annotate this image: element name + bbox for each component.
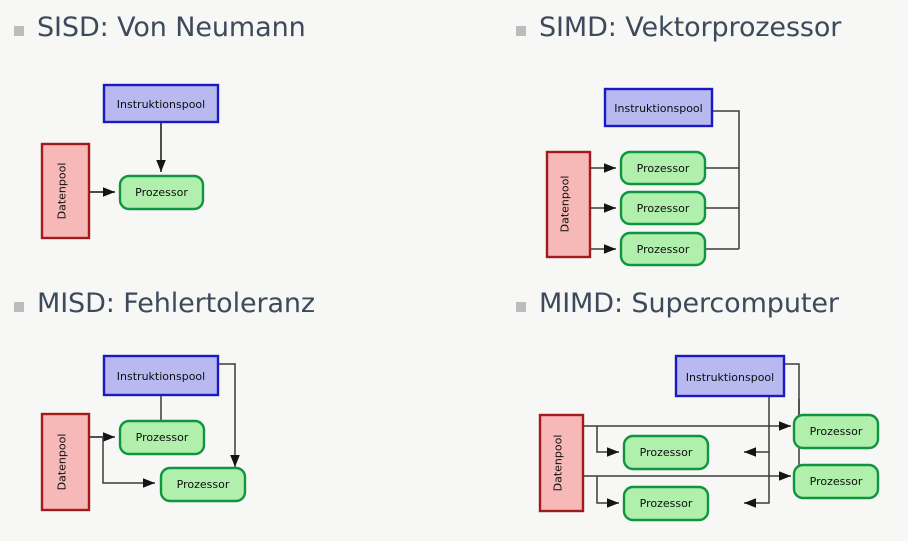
box-processor-label: Prozessor: [136, 431, 189, 444]
box-instruction-pool-label: Instruktionspool: [117, 370, 205, 383]
box-data-pool: [40, 412, 91, 512]
box-processor: [118, 419, 206, 456]
box-processor: [792, 413, 880, 450]
box-processor: [792, 463, 880, 500]
bullet-square-icon: [14, 25, 24, 36]
diagram-sisd: Instruktionspool Datenpool Prozessor: [40, 83, 220, 240]
box-processor-label: Prozessor: [640, 497, 693, 510]
box-processor: [118, 174, 205, 211]
heading-mimd: MIMD: Supercomputer: [516, 290, 839, 317]
heading-simd: SIMD: Vektorprozessor: [516, 14, 841, 41]
box-processor-label: Prozessor: [640, 446, 693, 459]
heading-simd-label: SIMD: Vektorprozessor: [539, 12, 842, 43]
box-instruction-pool-label: Instruktionspool: [614, 102, 702, 115]
box-instruction-pool: [603, 87, 714, 128]
box-processor: [619, 150, 707, 186]
bullet-square-icon: [14, 301, 24, 312]
box-data-pool-label: Datenpool: [56, 163, 69, 220]
bullet-square-icon: [516, 25, 526, 36]
box-instruction-pool: [102, 354, 220, 397]
box-processor: [619, 190, 707, 226]
box-instruction-pool-label: Instruktionspool: [686, 371, 774, 384]
box-processor: [159, 466, 247, 503]
heading-misd-label: MISD: Fehlertoleranz: [37, 288, 316, 319]
box-processor-label: Prozessor: [810, 425, 863, 438]
heading-mimd-label: MIMD: Supercomputer: [539, 288, 839, 319]
quadrant-misd: MISD: Fehlertoleranz Instruktionspool Da…: [0, 271, 454, 541]
heading-sisd-label: SISD: Von Neumann: [37, 12, 306, 43]
box-processor-label: Prozessor: [177, 478, 230, 491]
heading-misd: MISD: Fehlertoleranz: [14, 290, 315, 317]
box-processor: [622, 434, 710, 471]
quadrant-mimd: MIMD: Supercomputer Instruktionspool Dat…: [454, 271, 908, 541]
box-instruction-pool: [674, 354, 786, 398]
box-processor-label: Prozessor: [810, 475, 863, 488]
box-data-pool-label: Datenpool: [559, 176, 572, 233]
bullet-square-icon: [516, 301, 526, 312]
box-processor-label: Prozessor: [637, 162, 690, 175]
diagram-mimd: Instruktionspool Datenpool Prozessor Pro…: [538, 354, 880, 522]
box-data-pool: [40, 142, 91, 240]
box-data-pool-label: Datenpool: [56, 434, 69, 491]
heading-sisd: SISD: Von Neumann: [14, 14, 306, 41]
box-instruction-pool: [102, 83, 220, 124]
diagram-simd: Instruktionspool Datenpool Prozessor Pro…: [545, 87, 740, 267]
box-processor-label: Prozessor: [135, 186, 188, 199]
box-data-pool: [538, 413, 585, 513]
box-data-pool: [545, 150, 592, 259]
box-processor-label: Prozessor: [637, 202, 690, 215]
box-instruction-pool-label: Instruktionspool: [117, 98, 205, 111]
quadrant-simd: SIMD: Vektorprozessor Instruktionspool D…: [454, 0, 908, 270]
quadrant-sisd: SISD: Von Neumann Instruktionspool Daten…: [0, 0, 454, 270]
diagram-misd: Instruktionspool Datenpool Prozessor Pro…: [40, 354, 247, 512]
box-processor-label: Prozessor: [637, 243, 690, 256]
box-processor: [622, 485, 710, 522]
box-data-pool-label: Datenpool: [552, 435, 565, 492]
box-processor: [619, 231, 707, 267]
